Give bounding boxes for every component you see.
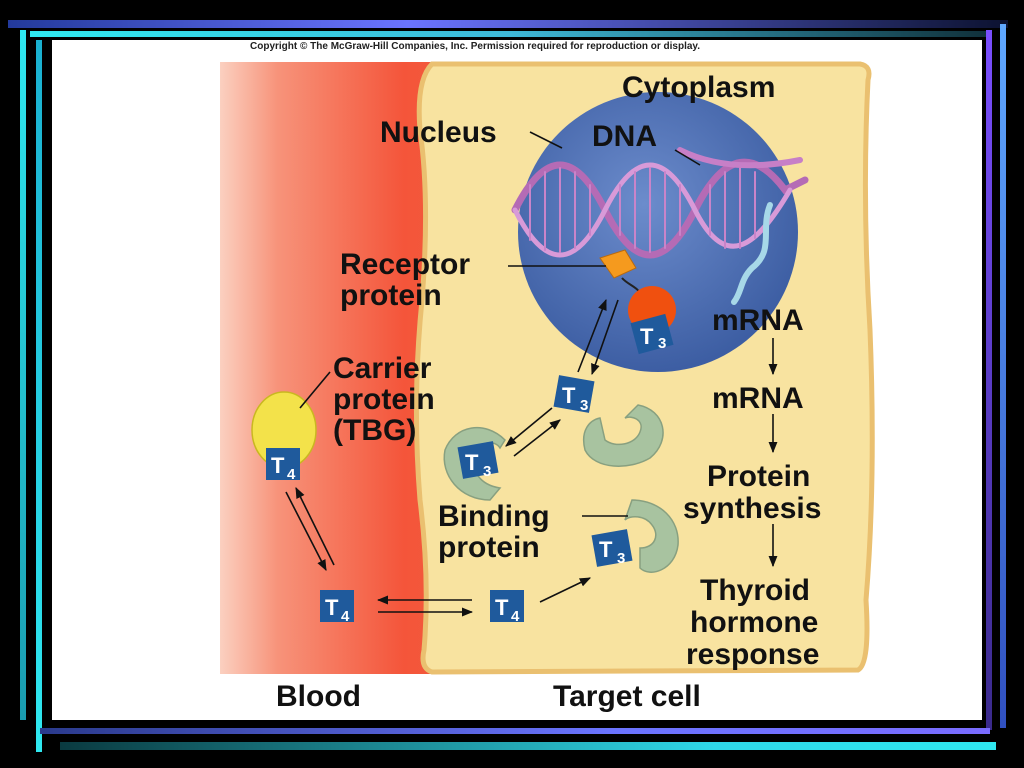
label-nucleus: Nucleus bbox=[380, 116, 497, 149]
leader-nucleus bbox=[529, 131, 563, 149]
receptor-protein bbox=[599, 249, 637, 279]
label-cytoplasm: Cytoplasm bbox=[622, 71, 775, 104]
pathway-arrows bbox=[285, 298, 778, 617]
frame-bar-bottom-1 bbox=[40, 728, 990, 734]
t3-cytoplasm-hormone: T 3 bbox=[553, 375, 595, 414]
svg-text:T: T bbox=[271, 453, 285, 478]
arrow-t3-to-receptor bbox=[577, 298, 607, 373]
label-mrna-nucleus: mRNA bbox=[712, 304, 804, 337]
t3-bound-left-hormone: T 3 bbox=[457, 441, 499, 480]
copyright-notice: Copyright © The McGraw-Hill Companies, I… bbox=[250, 41, 701, 52]
label-target-cell: Target cell bbox=[553, 680, 701, 713]
leader-dna bbox=[674, 149, 701, 166]
blood-region bbox=[220, 62, 450, 674]
svg-text:3: 3 bbox=[580, 397, 588, 414]
t4-carrier-hormone: T 4 bbox=[266, 448, 300, 483]
dna-helix bbox=[511, 147, 809, 259]
leader-lines bbox=[299, 131, 701, 517]
leader-carrier bbox=[299, 371, 331, 409]
label-carrier-line2: protein bbox=[333, 383, 435, 416]
arrow-receptor-to-t3 bbox=[591, 299, 619, 376]
frame-bar-right-2 bbox=[1000, 24, 1006, 728]
frame-bar-right-1 bbox=[986, 30, 992, 730]
svg-text:T: T bbox=[599, 537, 613, 562]
svg-text:T: T bbox=[495, 595, 509, 620]
label-thyroid-line2: hormone bbox=[690, 606, 818, 639]
svg-text:T: T bbox=[325, 595, 339, 620]
frame-bar-top-2 bbox=[30, 31, 990, 37]
svg-text:4: 4 bbox=[287, 466, 296, 483]
frame-bar-left-2 bbox=[36, 40, 42, 752]
svg-text:3: 3 bbox=[483, 463, 491, 480]
label-mrna-cytoplasm: mRNA bbox=[712, 382, 804, 415]
svg-text:4: 4 bbox=[511, 608, 520, 625]
label-carrier-line1: Carrier bbox=[333, 352, 432, 385]
binding-protein-upper-right bbox=[583, 404, 664, 467]
label-protein-line1: Protein bbox=[707, 460, 810, 493]
label-thyroid-line3: response bbox=[686, 638, 819, 671]
t3-nucleus-hormone: T 3 bbox=[630, 313, 674, 355]
arrow-carrier-to-blood-t4 bbox=[285, 491, 327, 571]
arrow-t4-to-t3-bound bbox=[539, 577, 592, 603]
svg-text:3: 3 bbox=[617, 550, 625, 567]
t3-bound-lower-hormone: T 3 bbox=[591, 529, 633, 567]
frame-bar-top-1 bbox=[8, 20, 1008, 28]
label-dna: DNA bbox=[592, 120, 657, 153]
arrow-bound-left-to-t3 bbox=[513, 419, 561, 457]
label-protein-line2: synthesis bbox=[683, 492, 821, 525]
label-receptor-line1: Receptor bbox=[340, 248, 470, 281]
label-thyroid-line1: Thyroid bbox=[700, 574, 810, 607]
frame-bar-left-1 bbox=[20, 30, 26, 720]
t4-blood-hormone: T 4 bbox=[320, 590, 354, 625]
svg-text:T: T bbox=[562, 383, 576, 408]
frame-bar-bottom-2 bbox=[60, 742, 996, 750]
svg-text:T: T bbox=[465, 450, 479, 475]
label-blood: Blood bbox=[276, 680, 361, 713]
binding-protein-lower bbox=[624, 499, 679, 573]
arrow-t3-to-bound-left bbox=[505, 407, 553, 447]
arrow-blood-t4-to-carrier bbox=[295, 486, 335, 566]
label-binding-line1: Binding bbox=[438, 500, 550, 533]
svg-text:3: 3 bbox=[658, 335, 666, 352]
svg-text:T: T bbox=[640, 324, 654, 349]
t4-cell-hormone: T 4 bbox=[490, 590, 524, 625]
mrna-strand bbox=[731, 202, 773, 305]
label-binding-line2: protein bbox=[438, 531, 540, 564]
label-receptor-line2: protein bbox=[340, 279, 442, 312]
svg-text:4: 4 bbox=[341, 608, 350, 625]
label-carrier-line3: (TBG) bbox=[333, 414, 416, 447]
